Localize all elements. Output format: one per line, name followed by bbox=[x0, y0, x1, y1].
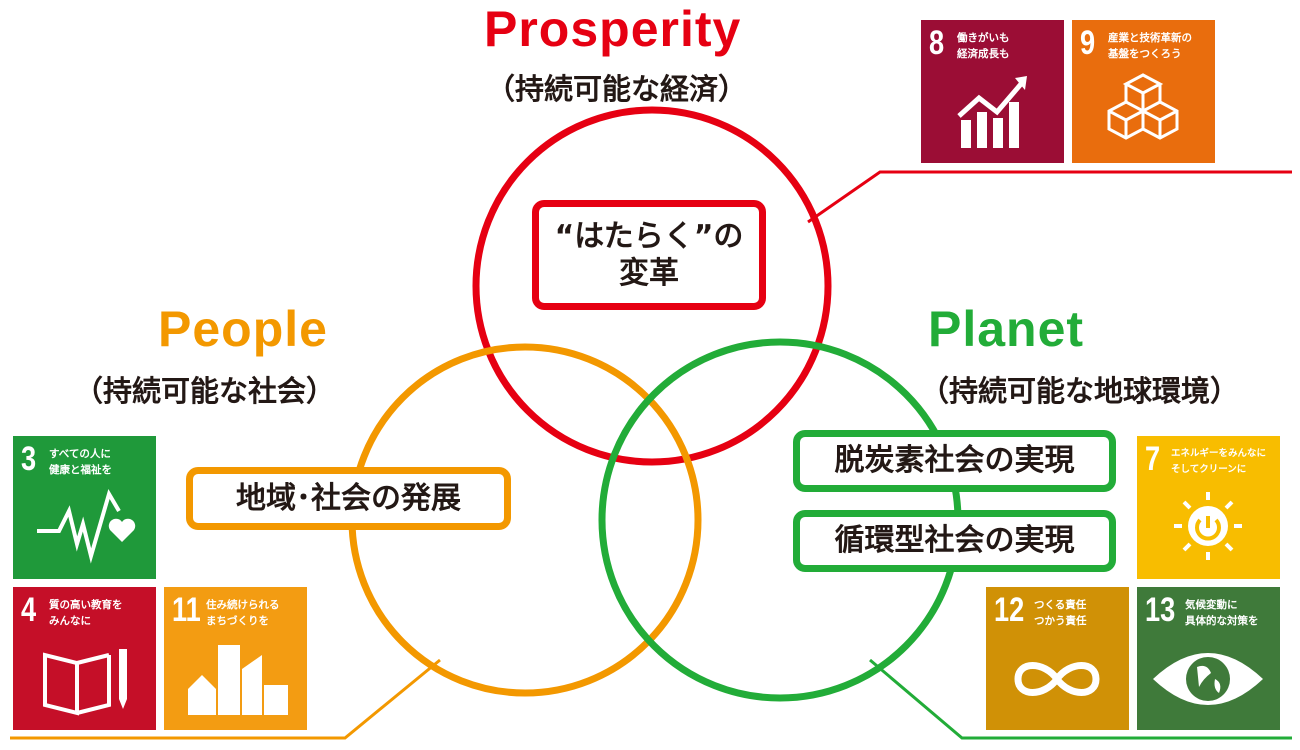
sdg-number: 11 bbox=[172, 591, 201, 629]
sdg-tile-3: 3 すべての人に健康と福祉を bbox=[13, 436, 156, 579]
sdg-number: 4 bbox=[21, 591, 37, 629]
prosperity-connector-line bbox=[807, 170, 1292, 224]
box-line: 変革 bbox=[619, 256, 679, 291]
planet-title: Planet bbox=[928, 301, 1085, 357]
community-development-box: 地域･社会の発展 bbox=[186, 467, 511, 530]
sdg-number: 3 bbox=[21, 440, 37, 478]
sdg-tile-8: 8 働きがいも経済成長も bbox=[921, 20, 1064, 163]
prosperity-title: Prosperity bbox=[484, 1, 742, 57]
sdg-tile-11: 11 住み続けられるまちづくりを bbox=[164, 587, 307, 730]
sdg-label: すべての人に健康と福祉を bbox=[49, 448, 112, 476]
prosperity-subtitle: （持続可能な経済） bbox=[486, 72, 748, 106]
growth-chart-icon bbox=[957, 76, 1027, 148]
sdg-tile-9: 9 産業と技術革新の基盤をつくろう bbox=[1072, 20, 1215, 163]
sdg-label: 住み続けられるまちづくりを bbox=[206, 599, 280, 627]
sdg-tile-13: 13 気候変動に具体的な対策を bbox=[1137, 587, 1280, 730]
planet-subtitle: （持続可能な地球環境） bbox=[920, 374, 1240, 408]
city-icon bbox=[188, 645, 288, 715]
circular-society-box: 循環型社会の実現 bbox=[793, 510, 1116, 572]
sdg-label: 産業と技術革新の基盤をつくろう bbox=[1108, 32, 1192, 60]
people-title: People bbox=[158, 301, 328, 357]
sdg-number: 7 bbox=[1145, 440, 1161, 478]
sdg-number: 13 bbox=[1145, 591, 1176, 629]
sdg-number: 12 bbox=[994, 591, 1025, 629]
people-subtitle: （持続可能な社会） bbox=[74, 374, 336, 408]
book-pencil-icon bbox=[43, 649, 127, 716]
box-line: “はたらく”の bbox=[554, 218, 744, 254]
sdg-label: 気候変動に具体的な対策を bbox=[1185, 599, 1259, 627]
sdg-number: 8 bbox=[929, 24, 945, 62]
sdg-label: つくる責任つかう責任 bbox=[1034, 599, 1087, 627]
sdg-label: エネルギーをみんなにそしてクリーンに bbox=[1171, 448, 1267, 475]
planet-connector-line bbox=[869, 658, 1292, 740]
eye-globe-icon bbox=[1153, 653, 1263, 705]
sdg-tile-12: 12 つくる責任つかう責任 bbox=[986, 587, 1129, 730]
sdg-label: 質の高い教育をみんなに bbox=[49, 599, 123, 627]
sun-power-icon bbox=[1174, 492, 1242, 560]
sdg-number: 9 bbox=[1080, 24, 1096, 62]
work-transformation-box: “はたらく”の 変革 bbox=[532, 200, 766, 310]
heartbeat-icon bbox=[37, 488, 136, 564]
infinity-icon bbox=[1014, 662, 1100, 696]
sdg-tile-4: 4 質の高い教育をみんなに bbox=[13, 587, 156, 730]
people-connector-line bbox=[10, 658, 441, 740]
sdg-label: 働きがいも経済成長も bbox=[957, 32, 1010, 60]
decarbonization-box: 脱炭素社会の実現 bbox=[793, 430, 1116, 492]
prosperity-circle bbox=[472, 106, 832, 466]
sdg-tile-7: 7 エネルギーをみんなにそしてクリーンに bbox=[1137, 436, 1280, 579]
cubes-icon bbox=[1107, 73, 1179, 140]
